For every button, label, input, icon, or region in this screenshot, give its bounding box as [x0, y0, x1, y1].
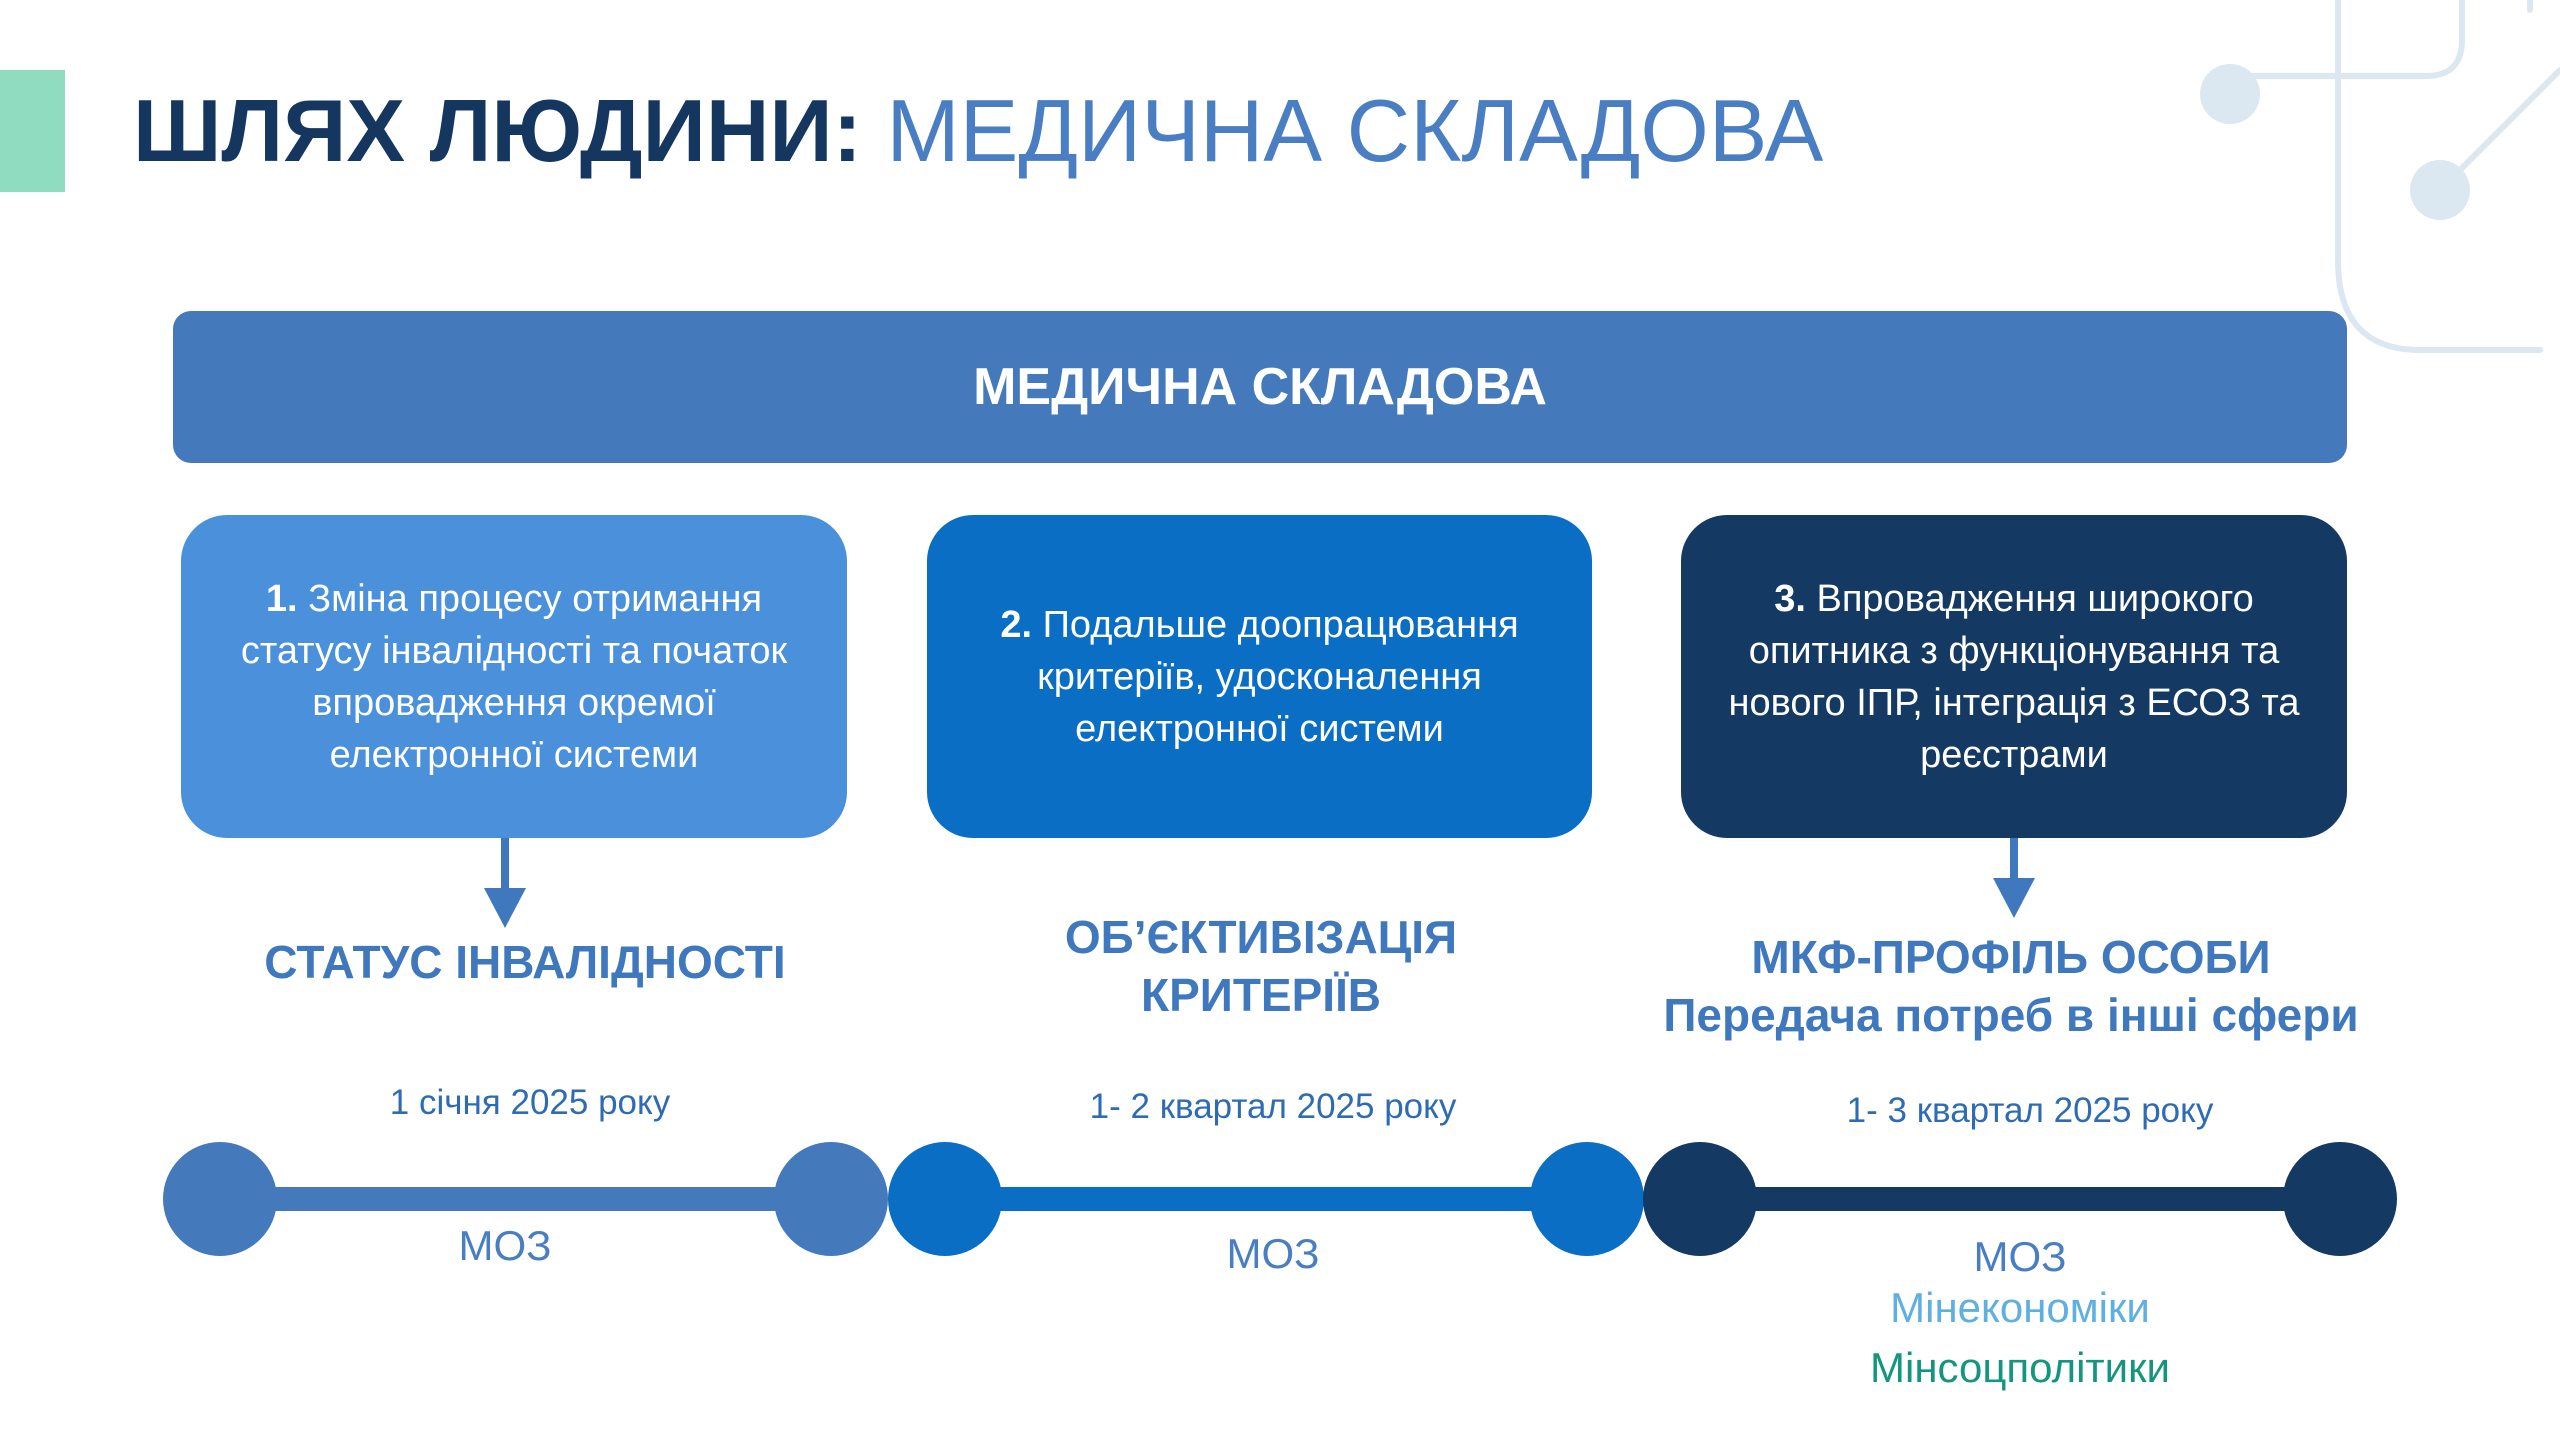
owner-label-3c: Мінсоцполітики: [1870, 1344, 2170, 1391]
step-card-2: 2. Подальше доопрацювання критеріїв, удо…: [927, 515, 1592, 838]
owner-label-1: МОЗ: [458, 1222, 552, 1269]
date-label-1: 1 січня 2025 року: [389, 1083, 671, 1122]
owner-label-3b: Мінекономіки: [1890, 1284, 2150, 1331]
step-text: Зміна процесу отримання статусу інвалідн…: [240, 577, 788, 776]
outcome-title: МКФ-ПРОФІЛЬ ОСОБИ: [1751, 931, 2271, 983]
page-title-light: МЕДИЧНА СКЛАДОВА: [886, 81, 1824, 180]
owner-label-2: МОЗ: [1226, 1230, 1320, 1277]
step-number: 2.: [1000, 603, 1033, 646]
accent-bar: [0, 70, 65, 192]
step-text: Подальше доопрацювання критеріїв, удоско…: [1037, 603, 1519, 750]
owner-label-3a: МОЗ: [1973, 1233, 2067, 1280]
circuit-icon: [2200, 0, 2560, 353]
timeline-segment-3: [1700, 1187, 2340, 1211]
outcome-title: СТАТУС ІНВАЛІДНОСТІ: [264, 936, 786, 988]
date-label-3: 1- 3 квартал 2025 року: [1846, 1091, 2214, 1130]
step-text: Впровадження широкого опитника з функціо…: [1728, 577, 2300, 776]
page-title-bold: ШЛЯХ ЛЮДИНИ:: [133, 81, 862, 180]
step-number: 1.: [265, 577, 298, 620]
section-banner: МЕДИЧНА СКЛАДОВА: [173, 311, 2347, 463]
timeline-node: [1643, 1142, 1757, 1256]
step-card-3: 3. Впровадження широкого опитника з функ…: [1681, 515, 2347, 838]
timeline-node: [163, 1142, 277, 1256]
outcome-label-3: МКФ-ПРОФІЛЬ ОСОБИ Передача потреб в інші…: [1611, 928, 2411, 1044]
outcome-label-1: СТАТУС ІНВАЛІДНОСТІ: [225, 933, 825, 991]
timeline-node: [774, 1142, 888, 1256]
arrow-down-icon: [1993, 838, 2035, 918]
timeline-segment-1: [220, 1187, 831, 1211]
outcome-label-2: ОБ’ЄКТИВІЗАЦІЯ КРИТЕРІЇВ: [961, 908, 1561, 1024]
step-number: 3.: [1774, 577, 1806, 620]
timeline-node: [1530, 1142, 1644, 1256]
timeline-node: [888, 1142, 1002, 1256]
timeline-segment-2: [945, 1187, 1544, 1211]
section-banner-label: МЕДИЧНА СКЛАДОВА: [973, 358, 1547, 416]
timeline-node: [2283, 1142, 2397, 1256]
outcome-subtitle: Передача потреб в інші сфери: [1663, 989, 2359, 1041]
outcome-title: ОБ’ЄКТИВІЗАЦІЯ КРИТЕРІЇВ: [1064, 911, 1458, 1021]
step-card-1: 1. Зміна процесу отримання статусу інвал…: [181, 515, 847, 838]
arrow-down-icon: [484, 838, 526, 928]
page-title: ШЛЯХ ЛЮДИНИ: МЕДИЧНА СКЛАДОВА: [133, 78, 1823, 184]
date-label-2: 1- 2 квартал 2025 року: [1089, 1087, 1457, 1126]
